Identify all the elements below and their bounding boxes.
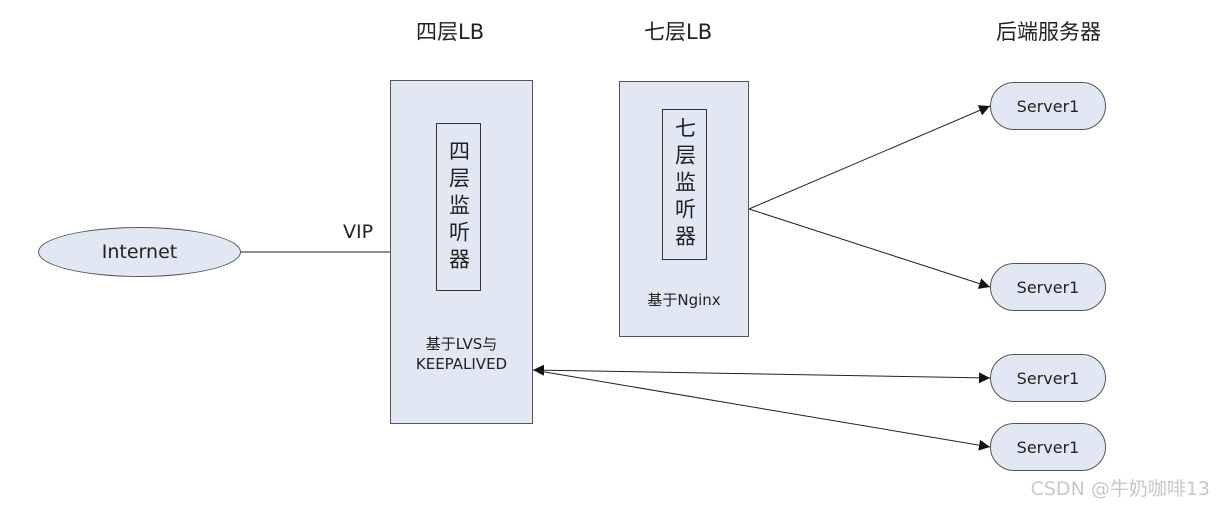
server-node-1: Server1 [990,82,1106,130]
watermark: CSDN @牛奶咖啡13 [1030,478,1210,500]
layer4-listener-box: 四层监听器 [436,123,481,291]
lvs-server3-arrow [532,364,991,384]
lvs-server4-arrow [532,369,991,451]
vip-label: VIP [343,221,374,243]
server-label: Server1 [1016,368,1080,388]
title-layer7-lb: 七层LB [644,20,713,44]
internet-label: Internet [101,241,178,263]
internet-node: Internet [38,227,241,277]
layer4-lb-box: 四层监听器 基于LVS与 KEEPALIVED [390,80,533,424]
server-node-3: Server1 [990,354,1106,402]
server-label: Server1 [1016,277,1080,297]
layer4-caption: 基于LVS与 KEEPALIVED [391,334,532,374]
server-node-4: Server1 [990,423,1106,471]
layer7-caption: 基于Nginx [647,291,721,309]
server-label: Server1 [1016,437,1080,457]
layer4-caption-line1: 基于LVS与 [425,335,498,353]
nginx-to-server1-arrow [748,105,991,210]
layer4-caption-line2: KEEPALIVED [415,355,508,373]
server-node-2: Server1 [990,263,1106,311]
layer7-listener-box: 七层监听器 [662,109,707,260]
nginx-to-server2-arrow [748,208,991,289]
layer4-listener-label: 四层监听器 [446,139,471,275]
layer7-listener-label: 七层监听器 [672,117,697,252]
title-backend-servers: 后端服务器 [996,20,1101,44]
layer7-lb-box: 七层监听器 基于Nginx [619,81,749,337]
title-layer4-lb: 四层LB [416,20,485,44]
server-label: Server1 [1016,96,1080,116]
